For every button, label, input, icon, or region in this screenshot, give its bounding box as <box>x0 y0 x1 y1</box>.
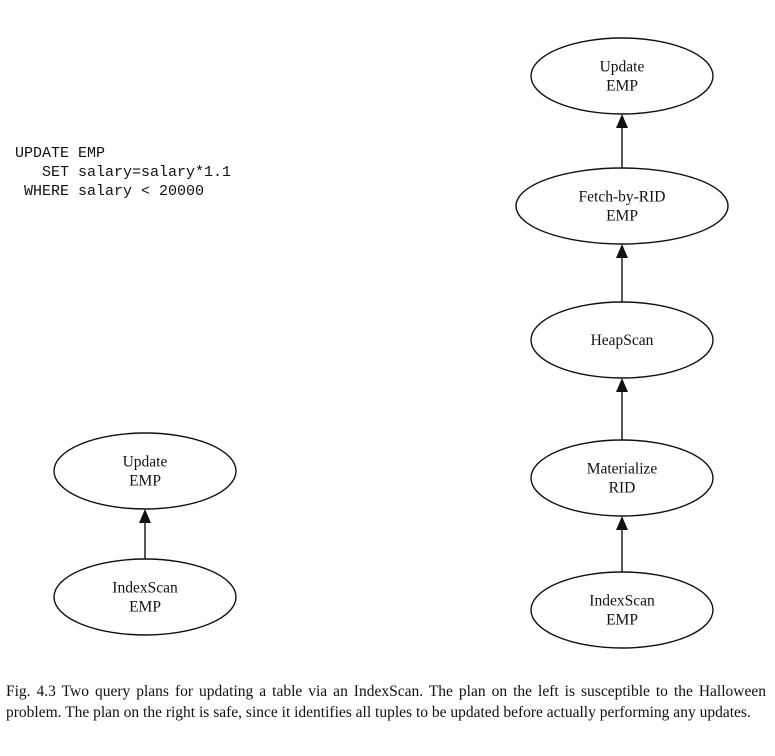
right-update-ellipse <box>530 37 714 115</box>
sql-statement: UPDATE EMP SET salary=salary*1.1 WHERE s… <box>15 144 231 201</box>
right-fetch-by-rid-ellipse <box>515 167 729 245</box>
right-indexscan-ellipse <box>530 571 714 649</box>
right-heapscan-ellipse <box>530 301 714 379</box>
sql-line: WHERE salary < 20000 <box>15 183 205 200</box>
right-heapscan-node: HeapScan <box>530 301 714 379</box>
arrowhead-icon <box>616 378 628 392</box>
right-fetch-by-rid-label: Fetch-by-RID <box>579 189 666 206</box>
left-indexscan-label: EMP <box>129 599 161 616</box>
left-update-ellipse <box>53 432 237 510</box>
edge-right-indexscan-to-right-materialize <box>616 516 628 572</box>
edge-left-indexscan-to-left-update <box>139 509 151 559</box>
right-update-label: Update <box>600 59 645 76</box>
right-fetch-by-rid-node: Fetch-by-RID EMP <box>515 167 729 245</box>
right-indexscan-label: IndexScan <box>589 593 655 610</box>
left-update-label: Update <box>123 454 168 471</box>
arrowhead-icon <box>616 114 628 128</box>
plan-edges <box>139 114 628 572</box>
figure-caption: Fig. 4.3 Two query plans for updating a … <box>6 683 766 721</box>
left-indexscan-label: IndexScan <box>112 580 178 597</box>
edge-right-fetch-by-rid-to-right-update <box>616 114 628 168</box>
arrowhead-icon <box>139 509 151 523</box>
right-update-label: EMP <box>606 78 638 95</box>
arrowhead-icon <box>616 244 628 258</box>
edge-right-materialize-to-right-heapscan <box>616 378 628 440</box>
right-fetch-by-rid-label: EMP <box>606 208 638 225</box>
right-materialize-ellipse <box>530 439 714 517</box>
right-materialize-label: RID <box>609 480 636 497</box>
arrowhead-icon <box>616 516 628 530</box>
right-materialize-label: Materialize <box>587 461 658 478</box>
right-heapscan-label: HeapScan <box>591 332 654 349</box>
sql-line: UPDATE EMP <box>15 145 106 162</box>
edge-right-heapscan-to-right-fetch-by-rid <box>616 244 628 302</box>
left-indexscan-ellipse <box>53 558 237 636</box>
plan-nodes: UpdateEMPIndexScanEMPUpdateEMPFetch-by-R… <box>53 37 729 649</box>
right-indexscan-label: EMP <box>606 612 638 629</box>
sql-line: SET salary=salary*1.1 <box>15 164 232 181</box>
left-update-label: EMP <box>129 473 161 490</box>
query-plan-diagrams: UpdateEMPIndexScanEMPUpdateEMPFetch-by-R… <box>53 37 729 649</box>
